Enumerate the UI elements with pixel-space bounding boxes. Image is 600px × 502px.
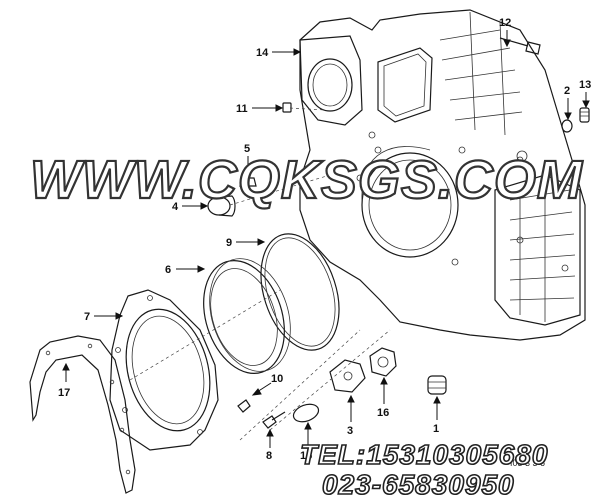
- part-screw-10: [237, 399, 251, 413]
- callout-2: 2: [564, 85, 570, 97]
- callout-leaders: [62, 30, 590, 448]
- watermark-tel: TEL:15310305680: [300, 439, 549, 470]
- part-oring-2: [561, 119, 573, 133]
- callout-14: 14: [256, 47, 269, 59]
- callout-12: 12: [499, 17, 511, 29]
- callout-13: 13: [579, 79, 591, 91]
- callout-10: 10: [271, 373, 283, 385]
- callout-3: 3: [347, 425, 353, 437]
- callout-labels: 14 12 13 2 11 5 4 9 6 7 17 10 8 15 3 16 …: [58, 17, 591, 462]
- callout-7: 7: [84, 311, 90, 323]
- part-gasket-16: [369, 347, 397, 377]
- watermark-phone: 023-65830950: [322, 469, 515, 500]
- part-plug-1: [427, 375, 447, 395]
- callout-8: 8: [266, 450, 272, 462]
- watermark-url: WWW.CQKSGS.COM: [30, 150, 583, 210]
- part-seal-6: [203, 258, 291, 374]
- part-oring-15: [292, 403, 320, 423]
- flywheel-housing: [299, 9, 586, 341]
- part-plug-11: [282, 102, 292, 113]
- callout-17: 17: [58, 387, 70, 399]
- part-cover-plate-3: [329, 359, 366, 393]
- callout-1: 1: [433, 423, 439, 435]
- callout-4: 4: [172, 201, 179, 213]
- part-screw-8: [262, 411, 286, 429]
- drawing-tag: f03 3 3 6: [510, 458, 545, 468]
- callout-15: 15: [300, 450, 312, 462]
- part-gasket-17: [29, 335, 136, 494]
- part-oring-9: [260, 233, 340, 351]
- callout-16: 16: [377, 407, 389, 419]
- assembly-lines: [129, 107, 391, 441]
- callout-6: 6: [165, 264, 171, 276]
- callout-9: 9: [226, 237, 232, 249]
- callout-5: 5: [244, 143, 250, 155]
- part-plug-13: [579, 107, 590, 123]
- part-plug-5: [239, 177, 257, 187]
- callout-11: 11: [236, 103, 248, 115]
- part-bolt-12: [499, 37, 541, 55]
- part-seal-housing-7: [109, 289, 219, 451]
